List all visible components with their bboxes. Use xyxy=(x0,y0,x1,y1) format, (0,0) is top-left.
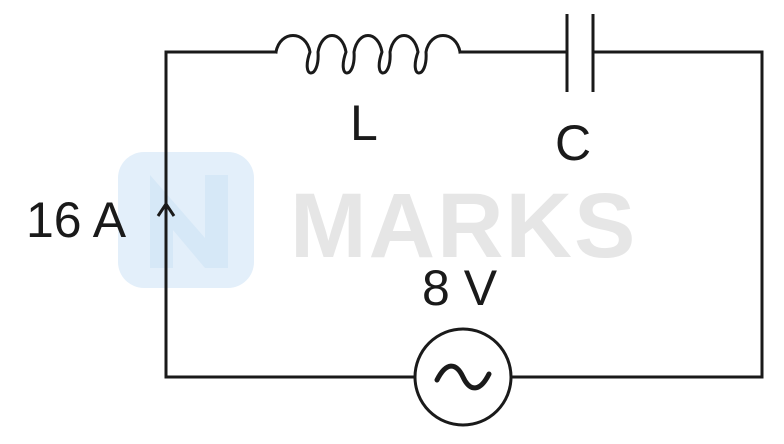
inductor-label: L xyxy=(350,95,378,151)
watermark-logo-mark xyxy=(150,175,228,268)
watermark-text: MARKS xyxy=(290,175,637,277)
sine-wave-icon xyxy=(434,363,492,391)
capacitor xyxy=(565,14,595,92)
watermark: MARKS xyxy=(118,152,637,288)
capacitor-label: C xyxy=(555,115,591,171)
current-label: 16 A xyxy=(26,192,127,248)
voltage-label: 8 V xyxy=(422,260,498,316)
arrow-up-icon xyxy=(156,201,176,236)
inductor xyxy=(274,34,462,75)
ac-source xyxy=(413,327,513,427)
inductor-coil xyxy=(274,34,462,75)
